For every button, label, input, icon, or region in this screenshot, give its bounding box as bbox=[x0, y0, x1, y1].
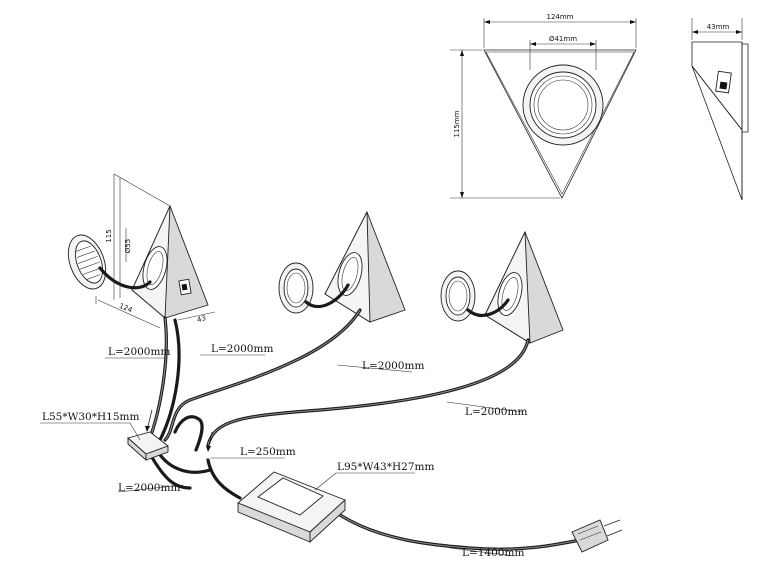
iso-hole-label: Ø55 bbox=[124, 239, 132, 253]
middle-lamp-cable-label-b: L=2000mm bbox=[362, 360, 424, 372]
right-lamp-cable-label: L=2000mm bbox=[465, 406, 527, 418]
middle-lamp-cable-label-a: L=2000mm bbox=[211, 343, 273, 355]
middle-lamp-drawing bbox=[278, 210, 406, 323]
side-depth-label: 43mm bbox=[707, 23, 730, 31]
front-width-label: 124mm bbox=[547, 13, 574, 21]
front-height-label: 115mm bbox=[453, 110, 461, 137]
side-view-drawing bbox=[691, 18, 749, 201]
cables bbox=[145, 308, 582, 551]
junction-box bbox=[127, 431, 169, 462]
plug-drawing bbox=[571, 519, 623, 553]
front-hole-label: Ø41mm bbox=[549, 35, 577, 43]
driver-box-dimensions-label: L95*W43*H27mm bbox=[337, 461, 434, 473]
junction-box-dimensions-label: L55*W30*H15mm bbox=[42, 411, 139, 423]
driver-box bbox=[237, 471, 346, 544]
right-lamp-drawing bbox=[440, 230, 564, 344]
iso-depth-label: 43 bbox=[196, 314, 207, 324]
left-lamp-drawing bbox=[67, 173, 216, 329]
leader-lines bbox=[40, 354, 523, 557]
front-view-drawing bbox=[450, 18, 637, 199]
left-lamp-cable-label: L=2000mm bbox=[108, 346, 170, 358]
driver-lead-label: L=250mm bbox=[240, 446, 296, 458]
plug-cable-label: L=1400mm bbox=[462, 547, 524, 559]
iso-height-label: 115 bbox=[105, 229, 113, 242]
junction-lead-label: L=2000mm bbox=[118, 482, 180, 494]
